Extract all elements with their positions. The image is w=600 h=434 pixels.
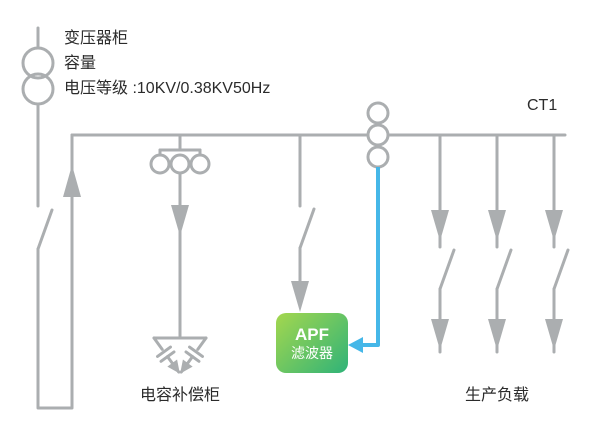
down-arrow-icon	[545, 319, 563, 350]
transformer-icon	[21, 26, 55, 106]
load-switch-blade-icon	[495, 248, 513, 291]
down-arrow-icon	[171, 205, 189, 236]
load-branch-3	[545, 133, 570, 354]
fuse-icon	[149, 153, 171, 175]
down-arrow-icon	[431, 210, 449, 241]
transformer-cabinet-label: 变压器柜	[64, 30, 129, 47]
ct1-label: CT1	[527, 97, 558, 114]
left-arrow-icon	[348, 337, 363, 353]
apf-box-subtitle: 滤波器	[291, 344, 333, 361]
production-load-label: 生产负载	[465, 387, 530, 404]
down-arrow-icon	[291, 281, 309, 312]
load-branch-2	[488, 133, 513, 354]
load-branch-1	[431, 133, 456, 354]
ct-icon	[366, 101, 390, 169]
capacitor-cabinet-label: 电容补偿柜	[140, 387, 221, 404]
capacitor-bank-icon	[152, 336, 208, 374]
load-switch-blade-icon	[552, 248, 570, 291]
down-arrow-icon	[180, 359, 193, 374]
apf-branch	[291, 133, 316, 312]
up-arrow-icon	[63, 165, 81, 197]
down-arrow-icon	[488, 210, 506, 241]
apf-feedback-line	[348, 167, 380, 353]
apf-filter-box: APF 滤波器	[276, 313, 348, 373]
capacity-label: 容量	[64, 55, 97, 72]
apf-box-title: APF	[295, 324, 329, 344]
capacitor-branch	[149, 133, 211, 338]
apf-switch-blade-icon	[298, 207, 316, 250]
down-arrow-icon	[545, 210, 563, 241]
fuse-icon	[169, 153, 191, 175]
down-arrow-icon	[167, 359, 180, 374]
capacitor-bank-left-leg	[152, 336, 181, 374]
down-arrow-icon	[431, 319, 449, 350]
transformer-winding-top	[21, 46, 55, 80]
incoming-feeder-line	[36, 102, 81, 410]
load-switch-blade-icon	[438, 248, 456, 291]
voltage-level-label: 电压等级 :10KV/0.38KV50Hz	[64, 80, 271, 97]
fuse-icon	[189, 153, 211, 175]
down-arrow-icon	[488, 319, 506, 350]
feedback-line-segment	[362, 167, 380, 347]
capacitor-bank-right-leg	[179, 336, 208, 374]
feeder-lower-segment	[36, 133, 74, 410]
feeder-switch-blade-icon	[36, 208, 54, 251]
